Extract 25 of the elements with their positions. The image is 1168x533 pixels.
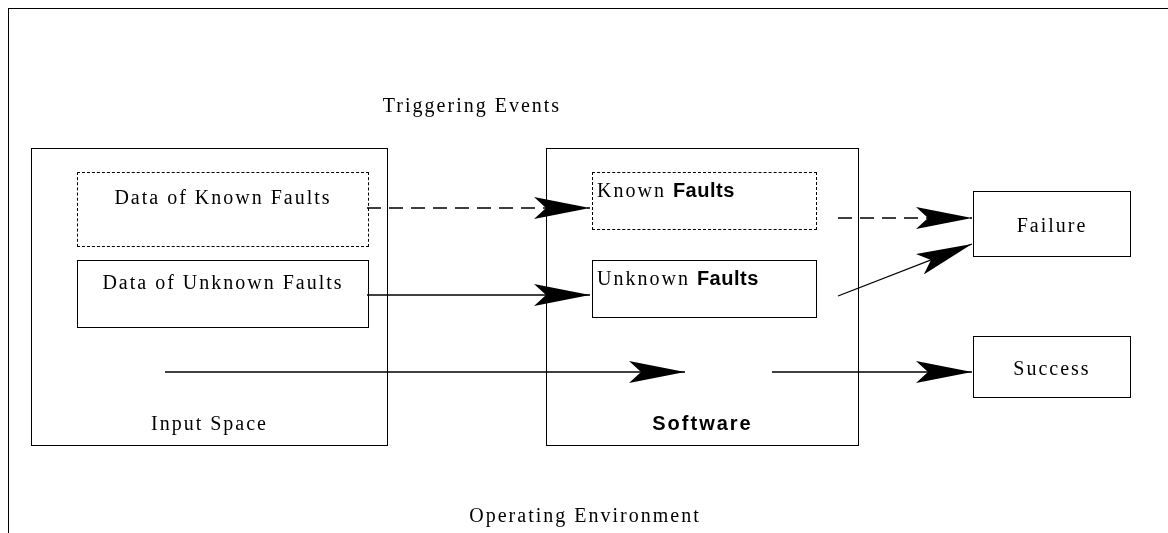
fault-box: [592, 260, 817, 318]
node-label: Success: [1012, 356, 1092, 380]
process-box: [973, 336, 1131, 398]
annotation-text: Triggering Events: [381, 93, 563, 117]
arrow: [771, 361, 973, 383]
node-label: Data of Unknown Faults: [101, 270, 345, 294]
arrow: [837, 243, 973, 297]
fault-box: [592, 172, 817, 230]
node-label: Failure: [1015, 213, 1089, 237]
node-label: Known Faults: [596, 178, 736, 202]
fault-box: [77, 260, 369, 328]
arrow: [164, 361, 686, 383]
node-label: Data of Known Faults: [113, 185, 333, 209]
process-box: [31, 148, 388, 446]
frame-title: Operating Environment: [468, 503, 702, 527]
arrow: [366, 284, 591, 306]
environment-frame: [8, 8, 1168, 533]
process-box: [973, 191, 1131, 257]
fault-box: [77, 172, 369, 247]
arrow: [837, 207, 973, 229]
node-label: Input Space: [150, 411, 269, 435]
node-label: Unknown Faults: [596, 266, 760, 290]
node-label: Software: [651, 411, 754, 435]
process-box: [546, 148, 859, 446]
arrow: [366, 197, 591, 219]
